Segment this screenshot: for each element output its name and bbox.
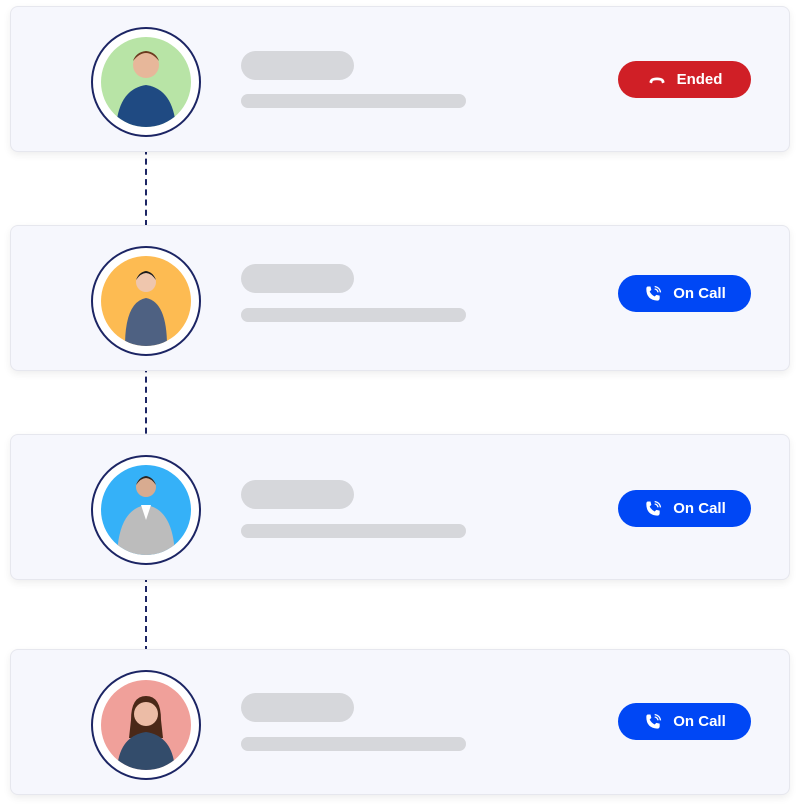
- connector-line: [145, 346, 147, 454]
- connector-line: [145, 128, 147, 226]
- status-label: Ended: [676, 71, 723, 88]
- name-placeholder: [241, 480, 354, 509]
- status-on-call-button[interactable]: On Call: [618, 490, 751, 527]
- detail-placeholder: [241, 524, 466, 538]
- name-placeholder: [241, 51, 354, 80]
- avatar-ring: [91, 455, 201, 565]
- call-card: Ended: [10, 6, 790, 152]
- call-card: On Call: [10, 225, 790, 371]
- detail-placeholder: [241, 94, 466, 108]
- call-card: On Call: [10, 649, 790, 795]
- name-placeholder: [241, 693, 354, 722]
- detail-placeholder: [241, 308, 466, 322]
- phone-ringing-icon: [646, 713, 662, 729]
- status-label: On Call: [673, 285, 726, 302]
- avatar-ring: [91, 670, 201, 780]
- avatar: [101, 37, 191, 127]
- detail-placeholder: [241, 737, 466, 751]
- status-on-call-button[interactable]: On Call: [618, 703, 751, 740]
- status-on-call-button[interactable]: On Call: [618, 275, 751, 312]
- call-card: On Call: [10, 434, 790, 580]
- avatar: [101, 680, 191, 770]
- avatar-ring: [91, 246, 201, 356]
- status-label: On Call: [673, 500, 726, 517]
- connector-line: [145, 556, 147, 672]
- status-ended-button[interactable]: Ended: [618, 61, 751, 98]
- avatar: [101, 256, 191, 346]
- phone-ringing-icon: [646, 500, 662, 516]
- phone-hangup-icon: [649, 77, 665, 83]
- name-placeholder: [241, 264, 354, 293]
- phone-ringing-icon: [646, 285, 662, 301]
- status-label: On Call: [673, 713, 726, 730]
- avatar-ring: [91, 27, 201, 137]
- avatar: [101, 465, 191, 555]
